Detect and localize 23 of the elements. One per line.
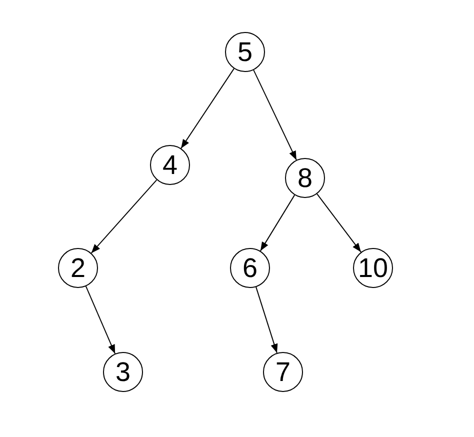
circle-node: [225, 32, 265, 72]
circle-node: [58, 248, 98, 288]
node-label: 6: [242, 254, 258, 282]
arrow: [180, 68, 234, 149]
arrow: [90, 179, 158, 254]
arrow: [260, 194, 296, 252]
circle-node: [230, 248, 270, 288]
node-label: 8: [297, 164, 313, 192]
circle-node: [353, 248, 393, 288]
circle-node: [285, 158, 325, 198]
arrow: [256, 286, 278, 354]
arrow: [85, 286, 116, 354]
node-label: 5: [237, 38, 253, 66]
arrow: [316, 193, 362, 253]
circle-node: [263, 352, 303, 392]
circle-node: [150, 145, 190, 185]
node-label: 2: [70, 254, 86, 282]
node-label: 10: [358, 254, 388, 282]
node-label: 7: [275, 358, 291, 386]
arrow: [253, 70, 297, 160]
node-label: 3: [115, 358, 131, 386]
node-label: 4: [162, 152, 178, 178]
circle-node: [103, 352, 143, 392]
